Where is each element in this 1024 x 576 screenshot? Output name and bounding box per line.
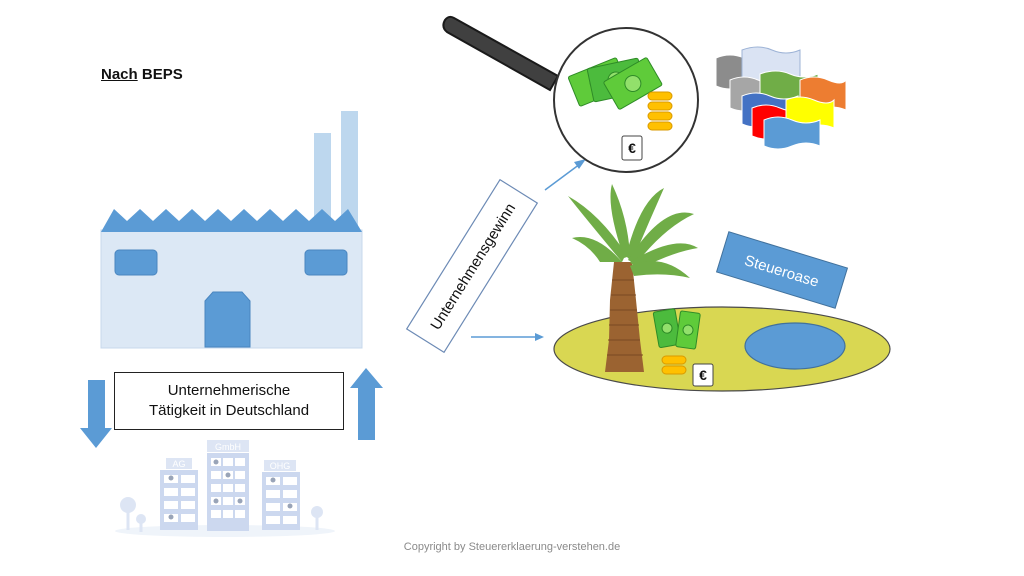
factory-window-left: [114, 249, 158, 276]
company-buildings: AG GmbH OHG: [115, 440, 335, 537]
title-underlined: Nach: [101, 66, 138, 83]
arrow-down: [80, 380, 112, 448]
page-title: Nach BEPS: [101, 66, 183, 83]
building-ohg-label: OHG: [270, 461, 291, 471]
island-coins-icon: [661, 355, 687, 375]
building-ag: [160, 470, 198, 530]
activity-line-1: Unternehmerische: [167, 382, 291, 399]
euro-box-top: [621, 135, 643, 161]
magnifying-glass: €: [442, 15, 699, 173]
building-ag-sign: [166, 458, 192, 469]
coins-icon: [647, 91, 673, 131]
title-rest: BEPS: [137, 66, 183, 83]
tree-icon: [120, 497, 136, 513]
building-ohg: [262, 472, 300, 530]
palm-trunk: [605, 262, 644, 372]
euro-box-island: [692, 363, 714, 387]
palm-leaves: [568, 184, 698, 278]
factory-window-right: [304, 249, 348, 276]
euro-icon: €: [628, 140, 636, 156]
profit-label: Unternehmensgewinn: [427, 200, 519, 333]
factory-roof-sawtooth: [101, 209, 362, 232]
chimney-right: [341, 111, 358, 233]
lake: [744, 322, 846, 370]
copyright-text: Copyright by Steuererklaerung-verstehen.…: [403, 541, 621, 553]
tax-haven-island: €: [553, 184, 891, 392]
arrow-up: [350, 368, 383, 440]
magnifier-handle: [442, 15, 560, 92]
activity-box: Unternehmerische Tätigkeit in Deutschlan…: [114, 372, 344, 430]
building-gmbh-label: GmbH: [215, 442, 241, 452]
factory: [100, 111, 363, 349]
chimney-left: [314, 133, 331, 233]
tax-haven-tag: Steueroase: [715, 231, 849, 309]
banknotes-icon: [568, 57, 663, 110]
profit-box: Unternehmensgewinn: [405, 178, 539, 354]
building-gmbh-sign: [207, 440, 249, 452]
building-ohg-sign: [264, 460, 296, 471]
factory-door: [204, 291, 251, 348]
euro-icon-island: €: [699, 367, 707, 383]
activity-line-2: Tätigkeit in Deutschland: [148, 402, 310, 419]
flags-icon: [715, 46, 847, 150]
building-ag-label: AG: [172, 459, 185, 469]
island-banknotes-icon: [652, 308, 701, 350]
flow-arrows: [471, 159, 586, 341]
building-gmbh: [207, 453, 249, 531]
